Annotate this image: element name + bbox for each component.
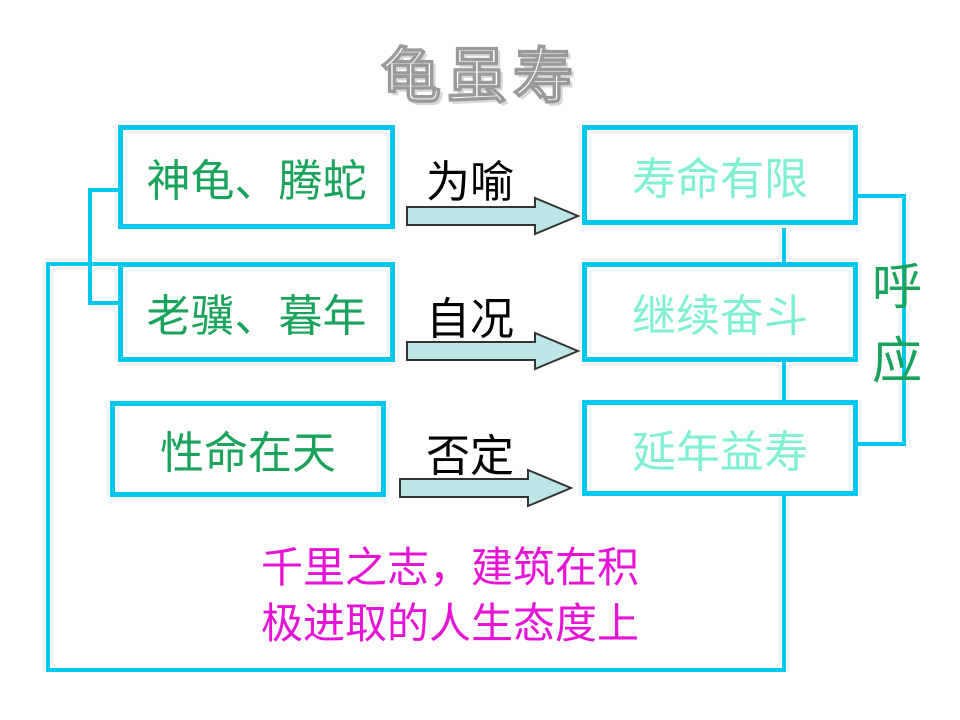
- echo-label: 呼应: [872, 258, 922, 390]
- meaning-box-2: 继续奋斗: [582, 262, 858, 362]
- arrow-shape-3: [399, 468, 574, 508]
- outer-loop-connector: [46, 228, 786, 672]
- cause-box-1: 神龟、腾蛇: [118, 125, 395, 229]
- arrow-shape-2: [406, 331, 581, 371]
- echo-bracket-connector: [858, 194, 906, 446]
- relation-label-1: 为喻: [426, 157, 514, 208]
- conclusion-line-1: 千里之志，建筑在积: [260, 543, 639, 592]
- meaning-box-3: 延年益寿: [582, 400, 858, 496]
- meaning-box-1: 寿命有限: [582, 125, 858, 225]
- diagram-title: 龟虽寿: [380, 41, 579, 113]
- arrow-shape-1: [406, 196, 581, 236]
- cause-box-2: 老骥、暮年: [118, 262, 395, 362]
- cause-box-3: 性命在天: [110, 401, 386, 497]
- relation-label-2: 自况: [426, 294, 514, 345]
- conclusion-line-2: 极进取的人生态度上: [260, 599, 639, 648]
- relation-label-3: 否定: [426, 431, 514, 482]
- left-bracket-connector: [88, 188, 120, 305]
- conclusion-text: 千里之志，建筑在积 极进取的人生态度上: [170, 540, 730, 652]
